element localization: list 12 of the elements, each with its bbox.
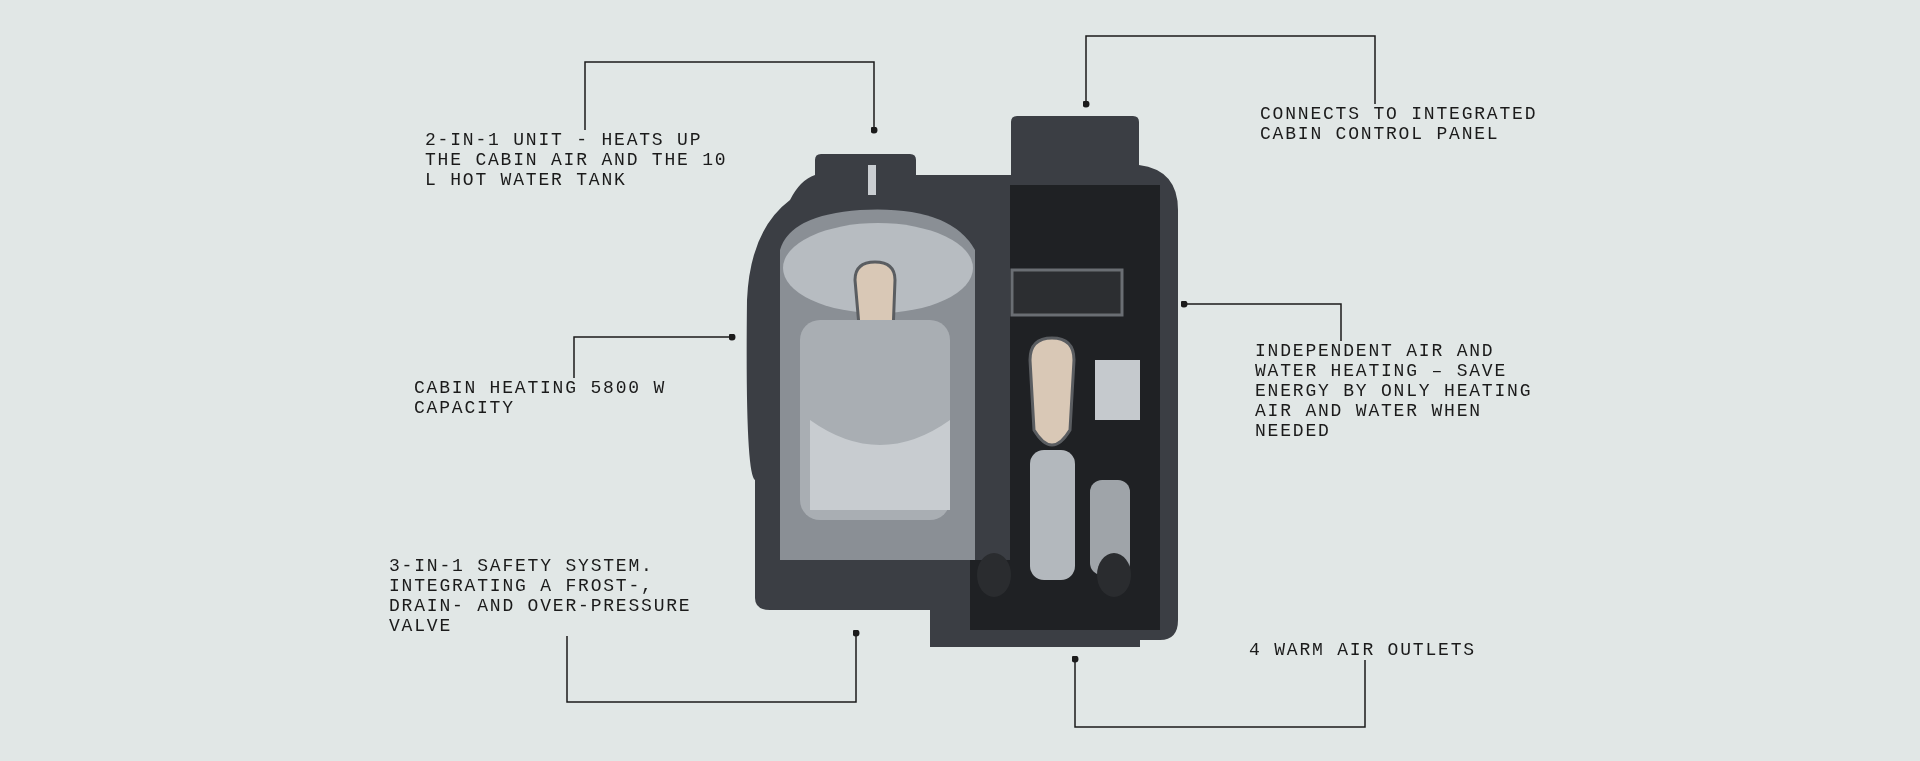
leader-line	[1071, 655, 1366, 728]
callout-text: 2-IN-1 UNIT - HEATS UP THE CABIN AIR AND THE 10 L HOT WATER TANK	[425, 130, 745, 190]
leader-line	[1180, 300, 1342, 342]
leader-line	[573, 333, 736, 379]
callout-text: CONNECTS TO INTEGRATED CABIN CONTROL PANEL	[1260, 104, 1580, 144]
callout-text: 3-IN-1 SAFETY SYSTEM. INTEGRATING A FROST-, DRAIN- AND OVER-PRESSURE VALVE	[389, 556, 709, 636]
leader-line	[1082, 35, 1376, 108]
callout-text: INDEPENDENT AIR AND WATER HEATING – SAVE ENERGY BY ONLY HEATING AIR AND WATER WHEN NEEDED	[1255, 341, 1550, 441]
leader-line	[566, 629, 860, 703]
callout-text: 4 WARM AIR OUTLETS	[1249, 640, 1589, 660]
leader-line	[584, 61, 878, 134]
callout-text: CABIN HEATING 5800 W CAPACITY	[414, 378, 734, 418]
